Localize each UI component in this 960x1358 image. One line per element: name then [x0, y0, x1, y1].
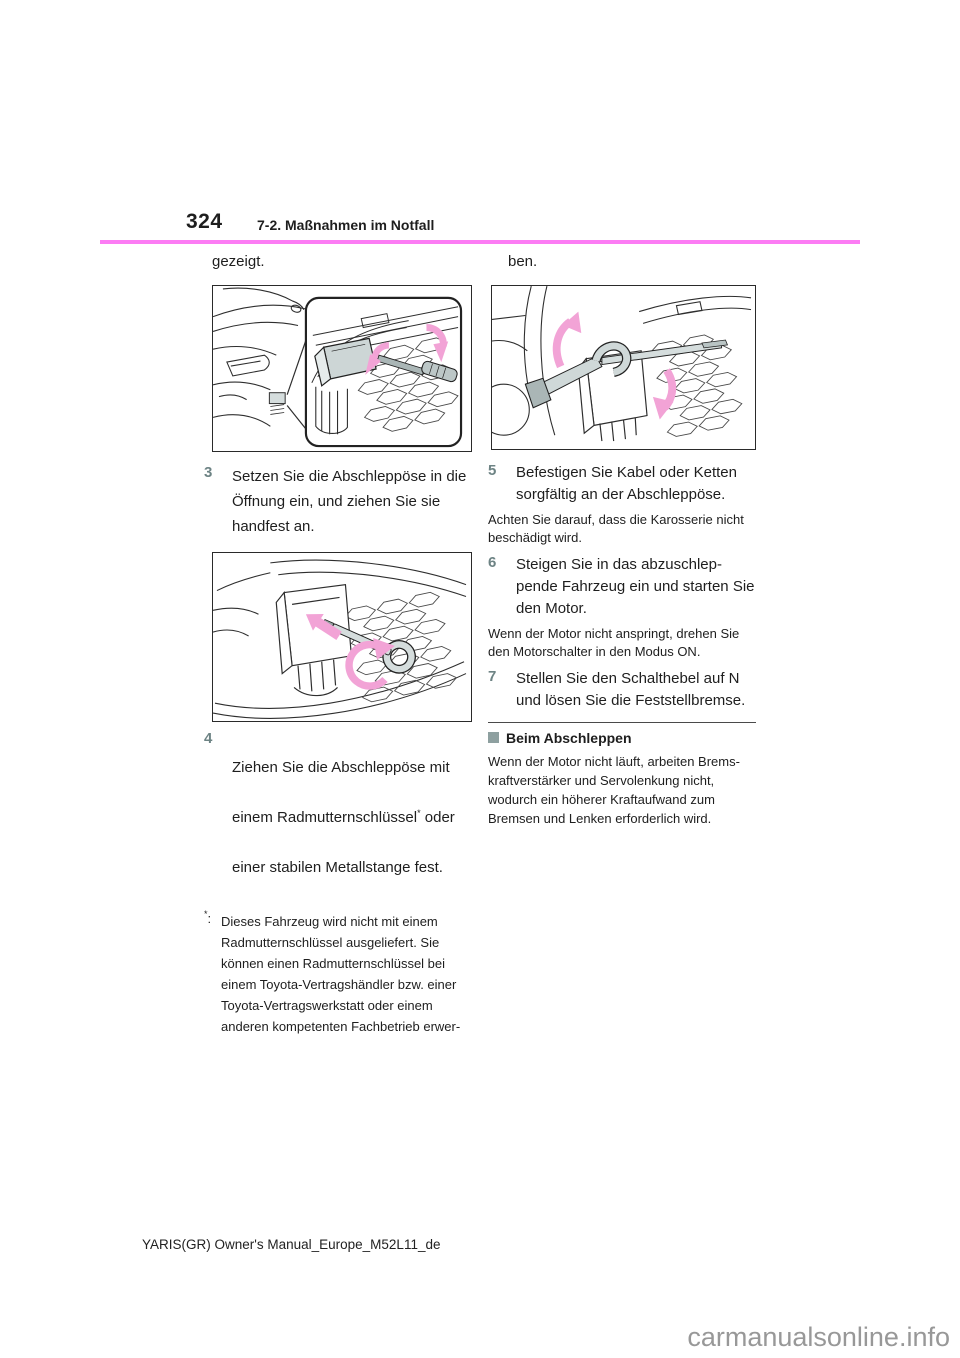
footer-filename: YARIS(GR) Owner's Manual_Europe_M52L11_d… — [142, 1237, 441, 1252]
lug-wrench — [524, 341, 632, 409]
step-4-text: Ziehen Sie die Abschleppöse mit einem Ra… — [232, 759, 455, 876]
continuation-text-right: ben. — [508, 253, 538, 270]
illustration-cover-removal — [212, 285, 472, 452]
step-7-number: 7 — [488, 668, 497, 685]
info-box: Beim Abschleppen Wenn der Motor nicht lä… — [488, 722, 756, 828]
step-3: 3 Setzen Sie die Abschleppöse in die Öff… — [204, 464, 470, 539]
info-heading: Beim Abschleppen — [488, 729, 756, 747]
step-7-text: Stellen Sie den Schalthebel auf N und lö… — [516, 670, 746, 709]
step-5-note: Achten Sie darauf, dass die Karosserie n… — [488, 512, 744, 545]
info-title: Beim Abschleppen — [506, 730, 632, 746]
footnote-marker: *: — [204, 909, 212, 927]
tow-eye-cover-location — [268, 392, 286, 415]
illustration-wrench-tighten-svg — [492, 286, 752, 442]
step-5: 5 Befestigen Sie Kabel oder Ketten sorgf… — [488, 462, 756, 506]
square-bullet-icon — [488, 732, 499, 743]
step-6-text: Steigen Sie in das abzuschlep- pende Fah… — [516, 556, 755, 617]
left-column: gezeigt. — [204, 252, 472, 1037]
info-text: Wenn der Motor nicht läuft, arbeiten Bre… — [488, 754, 740, 826]
continuation-text-left: gezeigt. — [212, 253, 265, 270]
header-rule — [100, 240, 860, 244]
car-front-outline — [492, 286, 752, 436]
tow-eyelet-rod — [601, 339, 729, 366]
step-3-text: Setzen Sie die Abschleppöse in die Öffnu… — [232, 468, 467, 535]
footnote: *: Dieses Fahrzeug wird nicht mit einem … — [204, 909, 470, 1037]
page-number: 324 — [186, 210, 223, 233]
asterisk-superscript: * — [417, 808, 421, 818]
step-4-number: 4 — [204, 730, 213, 747]
tow-eye-opening — [275, 583, 353, 697]
pink-rotation-arrows — [365, 324, 449, 375]
pink-rotation-arrow — [345, 637, 395, 690]
tow-eye-cover — [314, 337, 377, 387]
pink-rotation-arrows — [552, 311, 677, 420]
info-divider — [488, 722, 756, 723]
illustration-eyelet-insert-svg — [213, 559, 467, 719]
step-5-number: 5 — [488, 462, 497, 479]
step-7: 7 Stellen Sie den Schalthebel auf N und … — [488, 668, 756, 712]
step-6-note: Wenn der Motor nicht anspringt, drehen S… — [488, 626, 740, 659]
car-outline — [213, 287, 306, 427]
step-4: 4 Ziehen Sie die Abschleppöse mit einem … — [204, 730, 470, 905]
illustration-wrench-tighten — [491, 285, 756, 450]
pink-insert-arrow — [305, 614, 342, 640]
illustration-eyelet-insert — [212, 552, 472, 722]
bumper-outline — [213, 559, 467, 719]
step-5-text: Befestigen Sie Kabel oder Ketten sorgfäl… — [516, 464, 737, 503]
step-6: 6 Steigen Sie in das abzuschlep- pende F… — [488, 554, 756, 620]
tow-eye-pocket — [315, 386, 348, 435]
step-3-number: 3 — [204, 464, 213, 481]
section-title: 7-2. Maßnahmen im Notfall — [257, 217, 435, 233]
illustration-cover-removal-svg — [213, 287, 463, 448]
right-column: ben. — [488, 252, 756, 828]
callout-leader — [286, 337, 308, 431]
step-6-number: 6 — [488, 554, 497, 571]
watermark: carmanualsonline.info — [687, 1322, 950, 1352]
footnote-text: Dieses Fahrzeug wird nicht mit einem Rad… — [221, 914, 461, 1034]
